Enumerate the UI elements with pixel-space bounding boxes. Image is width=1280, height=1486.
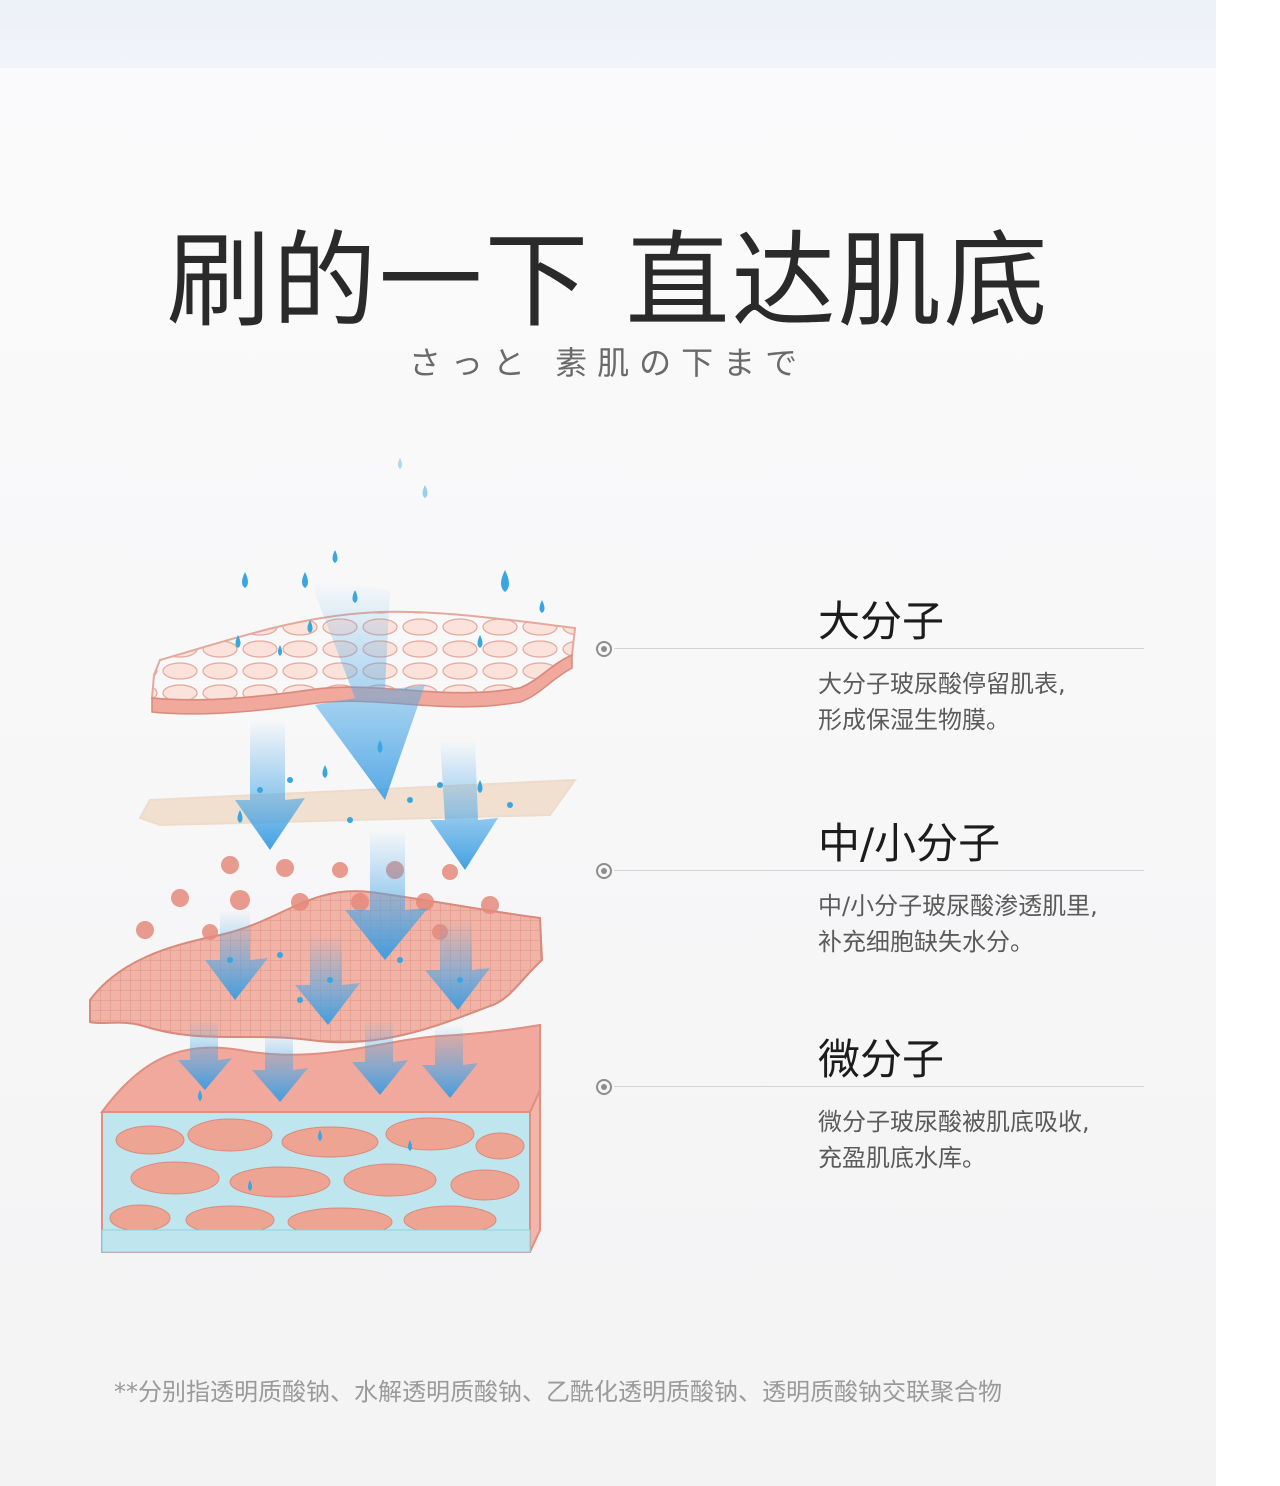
divider-line	[614, 648, 1144, 649]
divider-line	[614, 870, 1144, 871]
layer-title: 中/小分子	[818, 819, 1001, 868]
top-band	[0, 0, 1216, 68]
layer-desc-line1: 微分子玻尿酸被肌底吸收,	[818, 1108, 1090, 1136]
headline: 刷的一下 直达肌底	[166, 220, 1050, 342]
layer-desc-line2: 充盈肌底水库。	[818, 1144, 986, 1172]
layer-desc-line1: 大分子玻尿酸停留肌表,	[818, 670, 1066, 698]
layer-desc-line2: 形成保湿生物膜。	[818, 706, 1010, 734]
marker-dot-icon	[596, 1079, 612, 1095]
marker-dot-icon	[596, 641, 612, 657]
skin-layers-illustration	[89, 458, 578, 1253]
marker-dot-icon	[596, 863, 612, 879]
dermis-block	[100, 1023, 541, 1253]
subtitle: さっと 素肌の下まで	[408, 344, 808, 382]
penetration-arrows	[178, 580, 498, 1102]
water-droplets	[198, 458, 545, 1191]
footnote: **分别指透明质酸钠、水解透明质酸钠、乙酰化透明质酸钠、透明质酸钠交联聚合物	[114, 1378, 1002, 1406]
layer-desc-line2: 补充细胞缺失水分。	[818, 928, 1034, 956]
right-margin-strip	[1216, 0, 1280, 1486]
divider-line	[614, 1086, 1144, 1087]
layer-title: 微分子	[818, 1035, 945, 1084]
layer-desc-line1: 中/小分子玻尿酸渗透肌里,	[818, 892, 1098, 920]
layer-title: 大分子	[818, 597, 945, 646]
